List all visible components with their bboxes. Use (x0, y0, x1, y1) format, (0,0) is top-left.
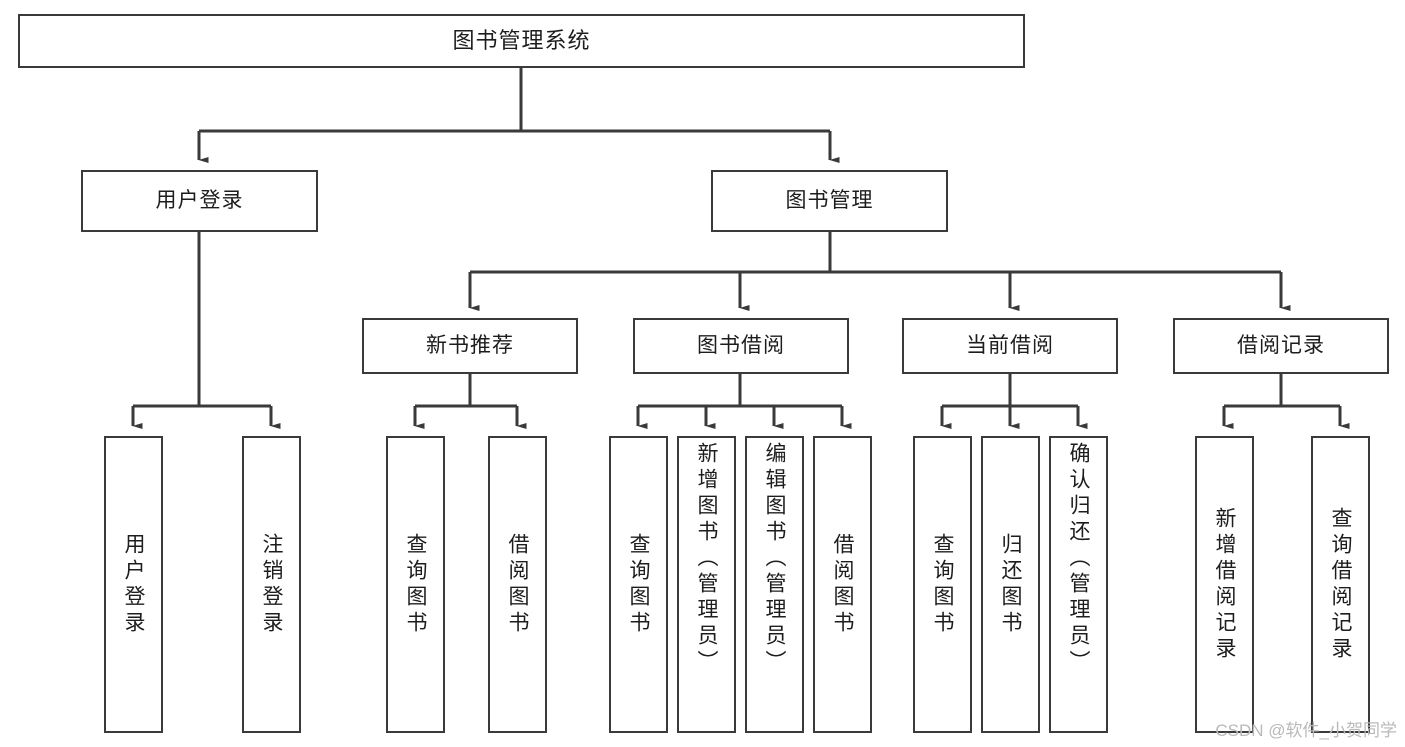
leaf-confirm-return-admin[interactable]: 确认归还（管理员） (1049, 436, 1108, 733)
leaf-label: 查询图书 (627, 532, 650, 637)
leaf-query-book-current[interactable]: 查询图书 (913, 436, 972, 733)
node-root[interactable]: 图书管理系统 (18, 14, 1025, 68)
leaf-text-wrap: 确认归还（管理员） (1051, 438, 1106, 731)
watermark: CSDN @软件_小贺同学 (1215, 721, 1397, 740)
leaf-query-book-borrow[interactable]: 查询图书 (609, 436, 668, 733)
leaf-edit-book-admin[interactable]: 编辑图书（管理员） (745, 436, 804, 733)
leaf-text-wrap: 归还图书 (983, 438, 1038, 731)
node-borrow-record[interactable]: 借阅记录 (1173, 318, 1389, 374)
leaf-text-wrap: 借阅图书 (815, 438, 870, 731)
leaf-label: 确认归还（管理员） (1067, 442, 1090, 676)
node-book-management[interactable]: 图书管理 (711, 170, 948, 232)
leaf-text-wrap: 新增图书（管理员） (679, 438, 734, 731)
leaf-text-wrap: 借阅图书 (490, 438, 545, 731)
node-label: 借阅记录 (1237, 334, 1325, 358)
node-label: 用户登录 (155, 189, 244, 213)
node-new-book-recommend[interactable]: 新书推荐 (362, 318, 578, 374)
leaf-add-borrow-record[interactable]: 新增借阅记录 (1195, 436, 1254, 733)
leaf-borrow-book-new[interactable]: 借阅图书 (488, 436, 547, 733)
leaf-text-wrap: 查询图书 (388, 438, 443, 731)
leaf-text-wrap: 查询图书 (915, 438, 970, 731)
leaf-label: 查询图书 (404, 532, 427, 637)
node-label: 当前借阅 (966, 334, 1054, 358)
leaf-query-borrow-record[interactable]: 查询借阅记录 (1311, 436, 1370, 733)
node-current-borrow[interactable]: 当前借阅 (902, 318, 1118, 374)
leaf-label: 借阅图书 (506, 532, 529, 637)
node-label: 新书推荐 (426, 334, 514, 358)
leaf-query-book-new[interactable]: 查询图书 (386, 436, 445, 733)
leaf-label: 归还图书 (999, 532, 1022, 637)
leaf-user-login[interactable]: 用户登录 (104, 436, 163, 733)
leaf-label: 用户登录 (122, 532, 145, 637)
node-label: 图书借阅 (697, 334, 785, 358)
leaf-add-book-admin[interactable]: 新增图书（管理员） (677, 436, 736, 733)
leaf-text-wrap: 编辑图书（管理员） (747, 438, 802, 731)
leaf-text-wrap: 查询图书 (611, 438, 666, 731)
leaf-borrow-book-borrow[interactable]: 借阅图书 (813, 436, 872, 733)
leaf-label: 新增图书（管理员） (695, 442, 718, 676)
leaf-text-wrap: 用户登录 (106, 438, 161, 731)
leaf-text-wrap: 注销登录 (244, 438, 299, 731)
node-user-login[interactable]: 用户登录 (81, 170, 318, 232)
node-label: 图书管理 (785, 189, 874, 213)
leaf-logout[interactable]: 注销登录 (242, 436, 301, 733)
leaf-label: 查询借阅记录 (1329, 506, 1352, 663)
leaf-label: 借阅图书 (831, 532, 854, 637)
node-label: 图书管理系统 (452, 27, 591, 53)
leaf-text-wrap: 新增借阅记录 (1197, 438, 1252, 731)
leaf-label: 新增借阅记录 (1213, 506, 1236, 663)
leaf-label: 查询图书 (931, 532, 954, 637)
leaf-label: 编辑图书（管理员） (763, 442, 786, 676)
leaf-return-book[interactable]: 归还图书 (981, 436, 1040, 733)
leaf-text-wrap: 查询借阅记录 (1313, 438, 1368, 731)
leaf-label: 注销登录 (260, 532, 283, 637)
node-book-borrow[interactable]: 图书借阅 (633, 318, 849, 374)
